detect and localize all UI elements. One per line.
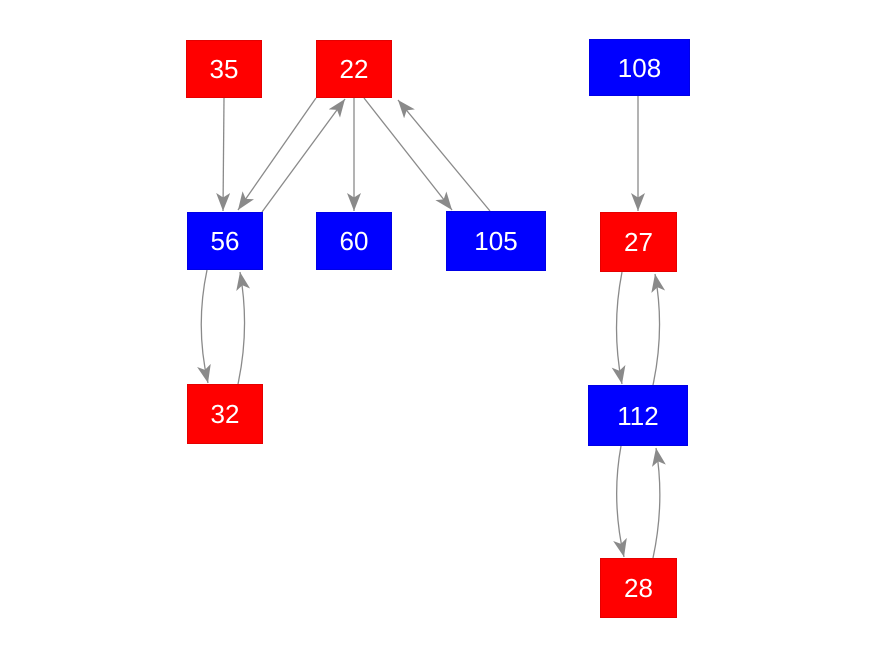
graph-node-28[interactable]: 28 (600, 558, 677, 618)
edge-56-22 (261, 98, 346, 213)
node-label: 35 (209, 54, 239, 84)
edge-22-105 (363, 97, 453, 211)
graph-node-105[interactable]: 105 (446, 211, 546, 271)
node-label: 60 (339, 226, 369, 256)
edges-group (197, 96, 666, 559)
node-label: 22 (339, 54, 369, 84)
edge-32-56 (236, 271, 251, 385)
graph-node-56[interactable]: 56 (187, 212, 263, 270)
graph-node-32[interactable]: 32 (187, 384, 263, 444)
node-label: 28 (624, 573, 653, 603)
graph-node-22[interactable]: 22 (316, 40, 392, 98)
edge-27-112 (611, 271, 626, 385)
node-label: 56 (210, 226, 240, 256)
node-label: 105 (474, 226, 518, 256)
graph-node-27[interactable]: 27 (600, 212, 677, 272)
edge-112-27 (651, 273, 666, 386)
node-label: 27 (624, 227, 653, 257)
edge-56-32 (197, 269, 211, 384)
node-label: 108 (617, 52, 662, 83)
edge-22-56 (237, 97, 317, 211)
edge-112-28 (613, 445, 627, 558)
edge-35-56 (216, 97, 231, 212)
graph-node-35[interactable]: 35 (186, 40, 262, 98)
graph-node-60[interactable]: 60 (316, 212, 392, 270)
edge-105-22 (397, 99, 491, 212)
node-label: 32 (210, 399, 240, 429)
graph-node-108[interactable]: 108 (589, 39, 690, 96)
node-label: 112 (617, 400, 659, 431)
graph-node-112[interactable]: 112 (588, 385, 688, 446)
edge-28-112 (652, 447, 666, 559)
